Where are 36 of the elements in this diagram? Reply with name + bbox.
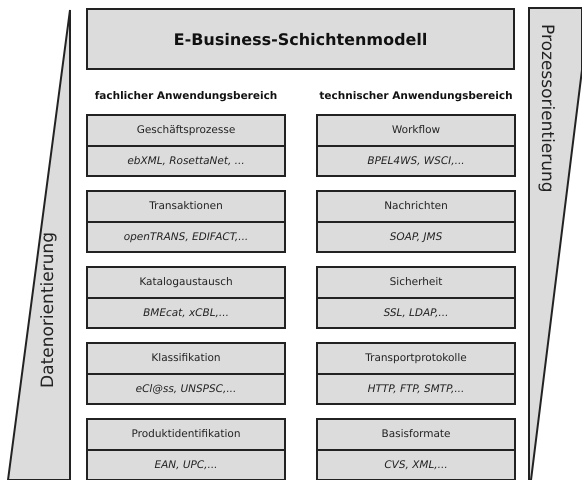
layer-name: Transaktionen	[149, 200, 223, 212]
example-list: SSL, LDAP,...	[384, 306, 448, 319]
band-label: Prozessorientierung	[537, 24, 557, 193]
column-heading: technischer Anwendungsbereich	[319, 90, 513, 102]
layer-name: Geschäftsprozesse	[136, 124, 236, 136]
band-label: Datenorientierung	[38, 232, 58, 388]
layer-box	[316, 114, 516, 177]
layer-name: Basisformate	[382, 428, 450, 440]
layer-box	[86, 114, 286, 177]
layer-box	[86, 266, 286, 329]
example-list: CVS, XML,...	[384, 458, 448, 471]
title-box	[86, 8, 515, 70]
layer-name: Klassifikation	[151, 352, 221, 364]
example-list: HTTP, FTP, SMTP,...	[368, 382, 464, 395]
layer-box	[316, 418, 516, 480]
layer-name: Nachrichten	[384, 200, 448, 212]
layer-box	[86, 342, 286, 405]
layer-name: Workflow	[392, 124, 440, 136]
node-label: E-Business-Schichtenmodell	[174, 30, 428, 48]
example-list: BMEcat, xCBL,...	[143, 306, 229, 319]
layer-name: Katalogaustausch	[139, 276, 233, 288]
layer-box	[316, 190, 516, 253]
example-list: openTRANS, EDIFACT,...	[124, 230, 248, 243]
layer-box	[86, 418, 286, 480]
example-list: ebXML, RosettaNet, ...	[127, 154, 245, 167]
layer-name: Produktidentifikation	[132, 428, 240, 440]
layer-box	[86, 190, 286, 253]
example-list: eCl@ss, UNSPSC,...	[136, 382, 236, 395]
layer-box	[316, 342, 516, 405]
example-list: EAN, UPC,...	[154, 458, 218, 471]
example-list: SOAP, JMS	[390, 230, 442, 243]
layer-name: Sicherheit	[390, 276, 442, 288]
column-heading: fachlicher Anwendungsbereich	[94, 90, 278, 102]
layer-name: Transportprotokolle	[365, 352, 467, 364]
example-list: BPEL4WS, WSCI,...	[367, 154, 465, 167]
layer-box	[316, 266, 516, 329]
